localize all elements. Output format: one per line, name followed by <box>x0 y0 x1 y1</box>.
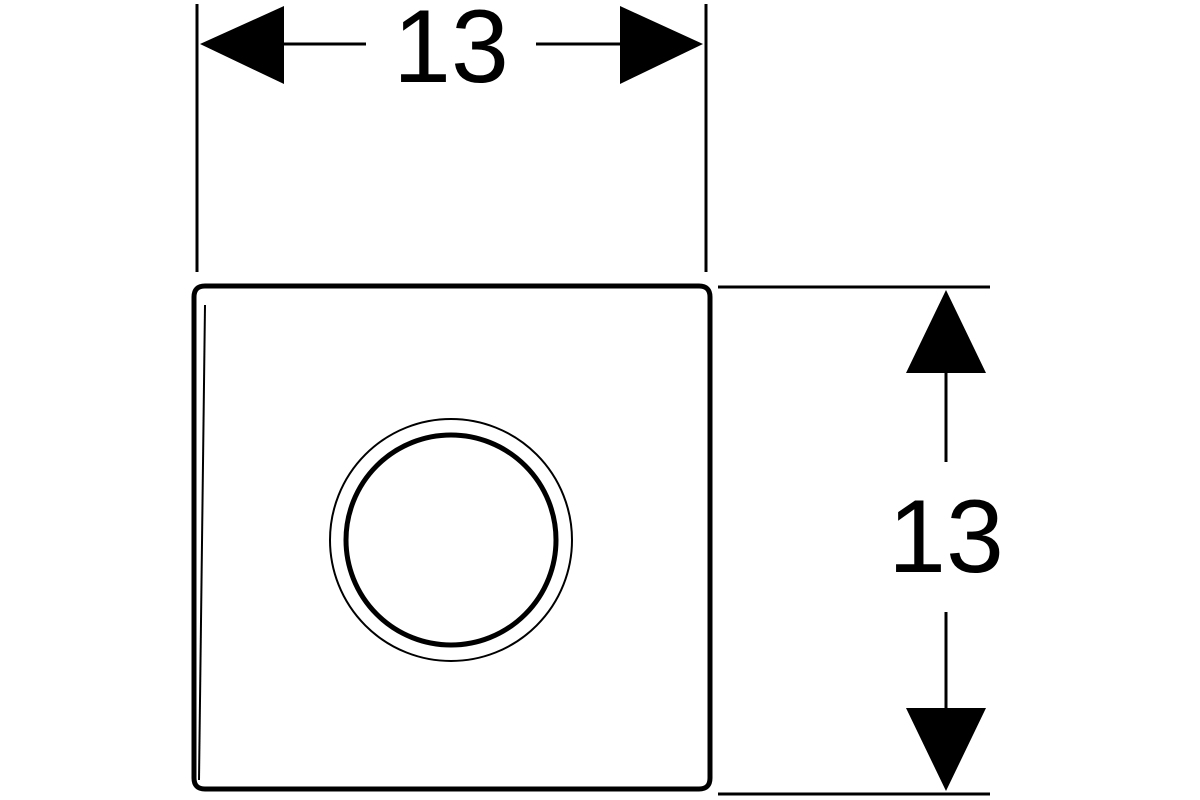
height-dimension: 13 <box>718 285 1004 796</box>
height-arrowhead-top <box>906 290 986 373</box>
width-dimension: 13 <box>195 0 708 272</box>
flush-button <box>343 432 559 648</box>
width-dimension-label: 13 <box>393 0 509 105</box>
flush-plate <box>191 283 713 792</box>
flush-button-outer-ring <box>329 418 573 662</box>
height-arrowhead-bottom <box>906 708 986 791</box>
plate-edge-line <box>198 304 206 781</box>
plate-outline <box>191 283 713 792</box>
height-dimension-label: 13 <box>888 479 1004 595</box>
width-arrowhead-left <box>200 6 284 84</box>
width-arrowhead-right <box>620 6 703 84</box>
